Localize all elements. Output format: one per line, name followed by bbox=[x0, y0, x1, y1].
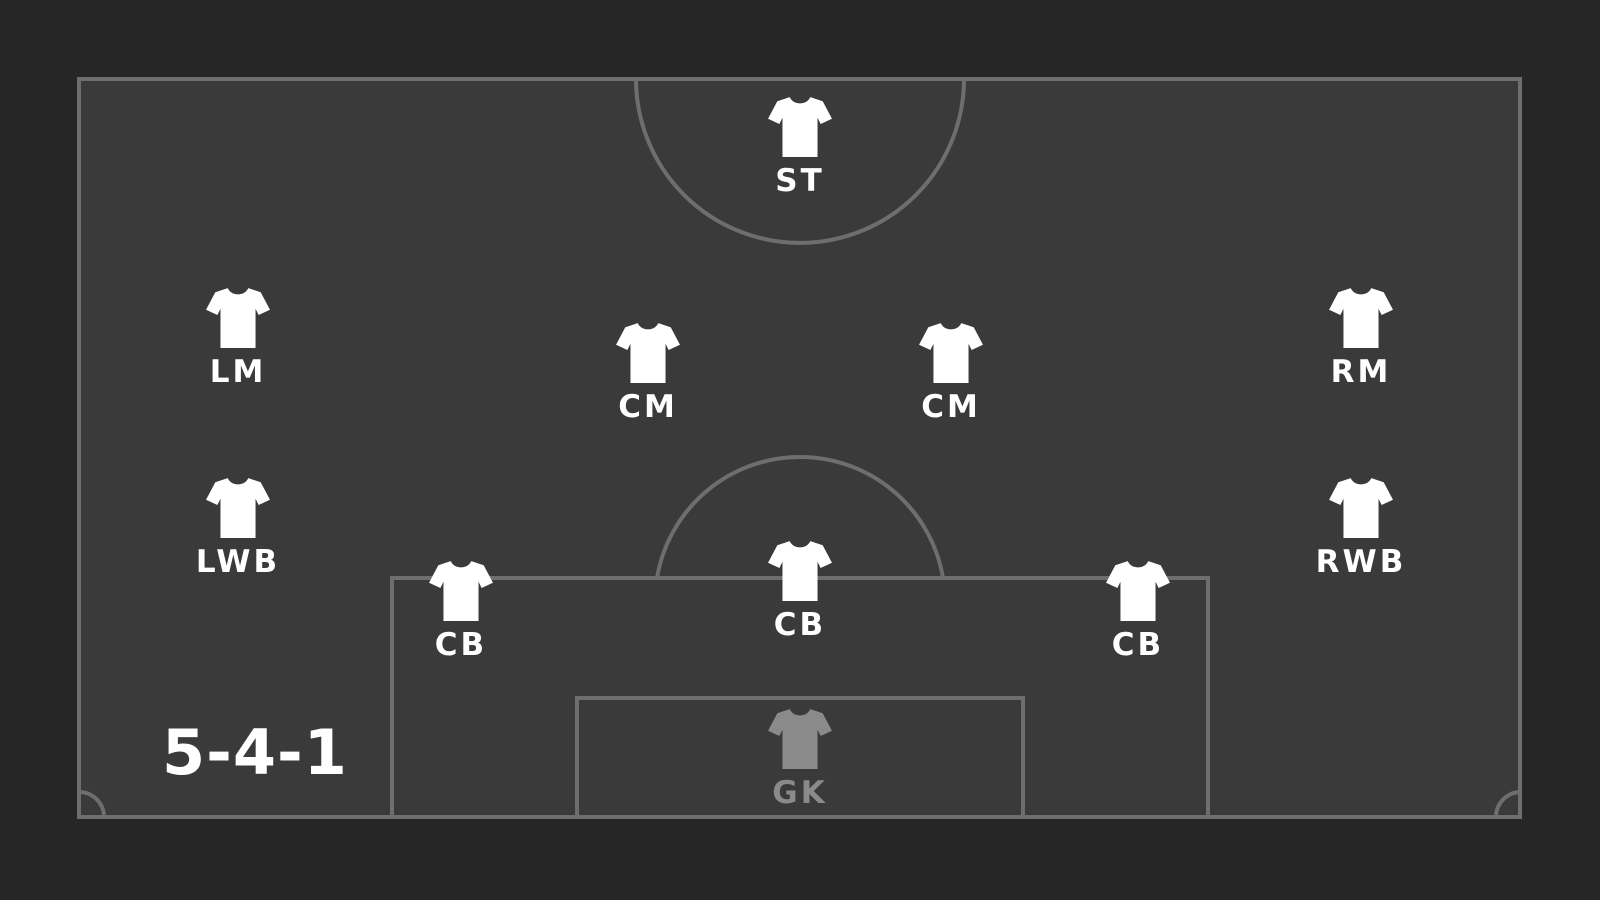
shirt-icon bbox=[206, 288, 270, 348]
shirt-icon bbox=[206, 478, 270, 538]
shirt-icon bbox=[1329, 288, 1393, 348]
position-label: CB bbox=[434, 627, 488, 663]
shirt-icon bbox=[768, 709, 832, 769]
shirt-icon bbox=[768, 541, 832, 601]
player-rwb: RWB bbox=[1296, 475, 1426, 581]
player-gk: GK bbox=[735, 706, 865, 812]
position-label: RWB bbox=[1315, 544, 1407, 580]
position-label: GK bbox=[772, 775, 828, 811]
player-lm: LM bbox=[173, 285, 303, 391]
player-rm: RM bbox=[1296, 285, 1426, 391]
position-label: CB bbox=[773, 607, 827, 643]
position-label: ST bbox=[775, 163, 825, 199]
player-st: ST bbox=[735, 94, 865, 200]
shirt-icon bbox=[429, 561, 493, 621]
player-cb-right: CB bbox=[1073, 558, 1203, 664]
shirt-icon bbox=[616, 323, 680, 383]
center-circle bbox=[634, 78, 966, 245]
shirt-icon bbox=[1329, 478, 1393, 538]
six-yard-box bbox=[575, 696, 1025, 819]
player-lwb: LWB bbox=[173, 475, 303, 581]
position-label: CM bbox=[618, 389, 678, 425]
position-label: CM bbox=[921, 389, 981, 425]
shirt-icon bbox=[768, 97, 832, 157]
corner-arc-left bbox=[78, 790, 106, 818]
shirt-icon bbox=[1106, 561, 1170, 621]
player-cm-left: CM bbox=[583, 320, 713, 426]
pitch-surface bbox=[79, 79, 1520, 817]
player-cm-right: CM bbox=[886, 320, 1016, 426]
shirt-icon bbox=[919, 323, 983, 383]
position-label: LM bbox=[209, 354, 267, 390]
position-label: RM bbox=[1330, 354, 1392, 390]
corner-arc-right bbox=[1493, 790, 1521, 818]
position-label: CB bbox=[1111, 627, 1165, 663]
player-cb-center: CB bbox=[735, 538, 865, 644]
player-cb-left: CB bbox=[396, 558, 526, 664]
position-label: LWB bbox=[195, 544, 281, 580]
penalty-arc bbox=[655, 455, 945, 579]
formation-label: 5-4-1 bbox=[162, 716, 348, 789]
